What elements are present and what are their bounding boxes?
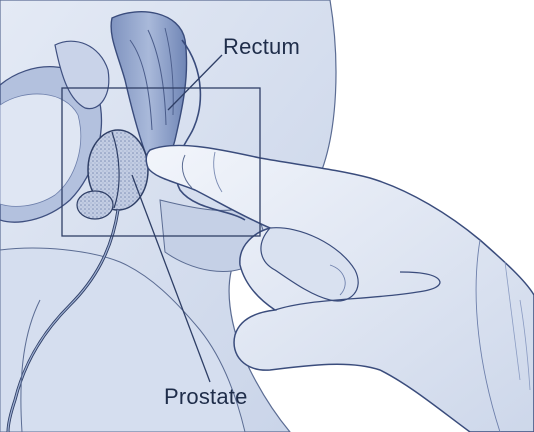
rectum-label: Rectum: [223, 34, 300, 60]
seminal-vesicle: [77, 191, 113, 219]
prostate-label: Prostate: [164, 384, 248, 410]
